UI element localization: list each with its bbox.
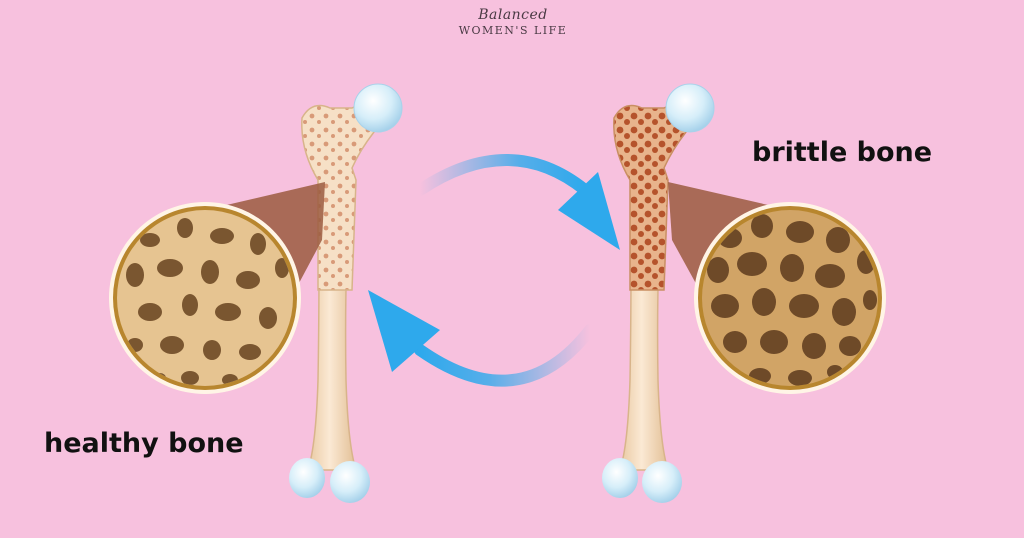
healthy-femur-head [353, 83, 403, 133]
cycle-arrow-icon [368, 154, 620, 387]
healthy-femur [289, 83, 403, 503]
healthy-femur-condyle-right [330, 461, 370, 503]
healthy-bone-magnified [109, 202, 301, 394]
brittle-bone-magnified [694, 202, 886, 394]
brittle-bone-label: brittle bone [752, 137, 933, 168]
brand-logo-subtitle: WOMEN'S LIFE [458, 24, 568, 37]
brittle-femur-condyle-left [602, 458, 638, 498]
brittle-femur-neck [613, 104, 687, 291]
brand-logo: Balanced WOMEN'S LIFE [428, 6, 598, 38]
brittle-femur [602, 83, 715, 503]
brittle-femur-head [665, 83, 715, 133]
brittle-femur-condyle-right [642, 461, 682, 503]
healthy-bone-label: healthy bone [44, 428, 244, 459]
brand-logo-script: Balanced [478, 7, 548, 23]
healthy-femur-condyle-left [289, 458, 325, 498]
